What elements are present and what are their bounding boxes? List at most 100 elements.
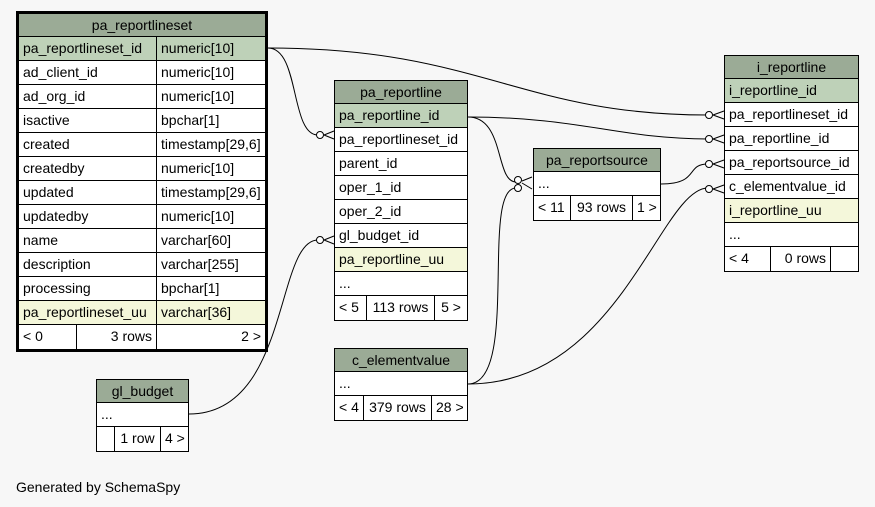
table-row[interactable]: pa_reportline_id — [335, 104, 467, 128]
table-row[interactable]: name varchar[60] — [19, 229, 265, 253]
column-name: ... — [538, 175, 550, 191]
row-count: 93 rows — [571, 196, 633, 220]
column-type: numeric[10] — [161, 40, 235, 56]
table-gl-budget[interactable]: gl_budget ... 1 row 4 > — [96, 379, 189, 452]
table-row[interactable]: parent_id — [335, 152, 467, 176]
parents-count[interactable]: < 5 — [335, 296, 367, 320]
children-count[interactable]: 5 > — [441, 299, 461, 315]
table-row[interactable]: ad_org_id numeric[10] — [19, 85, 265, 109]
column-name: pa_reportline_uu — [339, 251, 445, 267]
table-footer: < 4 379 rows 28 > — [335, 396, 467, 420]
column-name: pa_reportline_id — [339, 107, 440, 123]
table-row[interactable]: processing bpchar[1] — [19, 277, 265, 301]
edge-elementvalue-to-reportsource — [467, 187, 517, 385]
table-header[interactable]: i_reportline — [725, 56, 858, 79]
table-row[interactable]: pa_reportlineset_id numeric[10] — [19, 37, 265, 61]
parents-count[interactable]: < 11 — [534, 196, 571, 220]
children-count[interactable]: 28 > — [436, 399, 464, 415]
table-row[interactable]: ... — [335, 372, 467, 396]
column-name: name — [19, 229, 157, 252]
column-name: pa_reportline_id — [729, 130, 830, 146]
table-row[interactable]: ad_client_id numeric[10] — [19, 61, 265, 85]
crowfoot-mark — [712, 134, 725, 144]
column-name: updated — [19, 181, 157, 204]
children-count[interactable]: 2 > — [241, 328, 261, 344]
column-name: pa_reportlineset_id — [19, 37, 157, 60]
crowfoot-mark — [521, 176, 533, 190]
column-type: varchar[36] — [161, 304, 232, 320]
column-type: numeric[10] — [161, 208, 235, 224]
table-row[interactable]: oper_1_id — [335, 176, 467, 200]
crowfoot-circle — [705, 111, 713, 119]
table-row[interactable]: ... — [97, 403, 188, 427]
column-name: ad_client_id — [19, 61, 157, 84]
table-row[interactable]: pa_reportlineset_uu varchar[36] — [19, 301, 265, 325]
row-count: 1 row — [115, 427, 161, 451]
table-row[interactable]: isactive bpchar[1] — [19, 109, 265, 133]
table-pa-reportsource[interactable]: pa_reportsource ... < 11 93 rows 1 > — [533, 148, 661, 221]
children-count — [831, 247, 858, 271]
parents-count[interactable]: < 0 — [19, 325, 77, 349]
crowfoot-circle — [514, 184, 522, 192]
table-c-elementvalue[interactable]: c_elementvalue ... < 4 379 rows 28 > — [334, 348, 468, 421]
children-count[interactable]: 1 > — [637, 199, 657, 215]
column-name: pa_reportlineset_uu — [19, 301, 157, 324]
column-name: oper_1_id — [339, 179, 402, 195]
column-type: timestamp[29,6] — [161, 184, 261, 200]
table-row[interactable]: pa_reportlineset_id — [335, 128, 467, 152]
row-count: 113 rows — [367, 296, 435, 320]
table-row[interactable]: pa_reportlineset_id — [725, 103, 858, 127]
parents-count[interactable]: < 4 — [725, 247, 771, 271]
table-i-reportline[interactable]: i_reportline i_reportline_id pa_reportli… — [724, 55, 859, 272]
column-name: pa_reportsource_id — [729, 154, 850, 170]
table-row[interactable]: createdby numeric[10] — [19, 157, 265, 181]
column-type: bpchar[1] — [161, 280, 220, 296]
column-name: pa_reportlineset_id — [729, 106, 849, 122]
crowfoot-mark — [712, 110, 725, 120]
table-header[interactable]: gl_budget — [97, 380, 188, 403]
table-row[interactable]: pa_reportsource_id — [725, 151, 858, 175]
table-row[interactable]: oper_2_id — [335, 200, 467, 224]
edge-reportlineset-to-reportline — [267, 47, 319, 136]
table-row[interactable]: i_reportline_id — [725, 79, 858, 103]
column-name: ... — [101, 406, 113, 422]
parents-count[interactable]: < 4 — [335, 396, 364, 420]
table-row[interactable]: ... — [335, 272, 467, 296]
table-row[interactable]: pa_reportline_uu — [335, 248, 467, 272]
table-header[interactable]: c_elementvalue — [335, 349, 467, 372]
table-pa-reportline[interactable]: pa_reportline pa_reportline_id pa_report… — [334, 80, 468, 321]
crowfoot-mark — [712, 159, 725, 169]
row-count: 379 rows — [364, 396, 432, 420]
column-type: numeric[10] — [161, 64, 235, 80]
children-count[interactable]: 4 > — [165, 430, 185, 446]
column-name: processing — [19, 277, 157, 300]
column-name: gl_budget_id — [339, 227, 420, 243]
table-pa-reportlineset[interactable]: pa_reportlineset pa_reportlineset_id num… — [16, 11, 268, 352]
table-row[interactable]: updatedby numeric[10] — [19, 205, 265, 229]
column-name: ... — [339, 375, 351, 391]
column-name: description — [19, 253, 157, 276]
table-row[interactable]: i_reportline_uu — [725, 199, 858, 223]
table-row[interactable]: description varchar[255] — [19, 253, 265, 277]
column-name: ad_org_id — [19, 85, 157, 108]
crowfoot-mark — [323, 130, 335, 140]
crowfoot-circle — [316, 131, 324, 139]
table-header[interactable]: pa_reportline — [335, 81, 467, 104]
table-header[interactable]: pa_reportsource — [534, 149, 660, 172]
table-row[interactable]: updated timestamp[29,6] — [19, 181, 265, 205]
table-row[interactable]: pa_reportline_id — [725, 127, 858, 151]
table-row[interactable]: gl_budget_id — [335, 224, 467, 248]
column-type: numeric[10] — [161, 88, 235, 104]
table-row[interactable]: created timestamp[29,6] — [19, 133, 265, 157]
crowfoot-circle — [705, 185, 713, 193]
table-row[interactable]: ... — [534, 172, 660, 196]
column-name: oper_2_id — [339, 203, 402, 219]
table-header[interactable]: pa_reportlineset — [19, 14, 265, 37]
column-name: i_reportline_id — [729, 82, 817, 98]
table-row[interactable]: c_elementvalue_id — [725, 175, 858, 199]
column-name: ... — [729, 226, 741, 242]
table-row[interactable]: ... — [725, 223, 858, 247]
crowfoot-circle — [316, 236, 324, 244]
column-name: updatedby — [19, 205, 157, 228]
